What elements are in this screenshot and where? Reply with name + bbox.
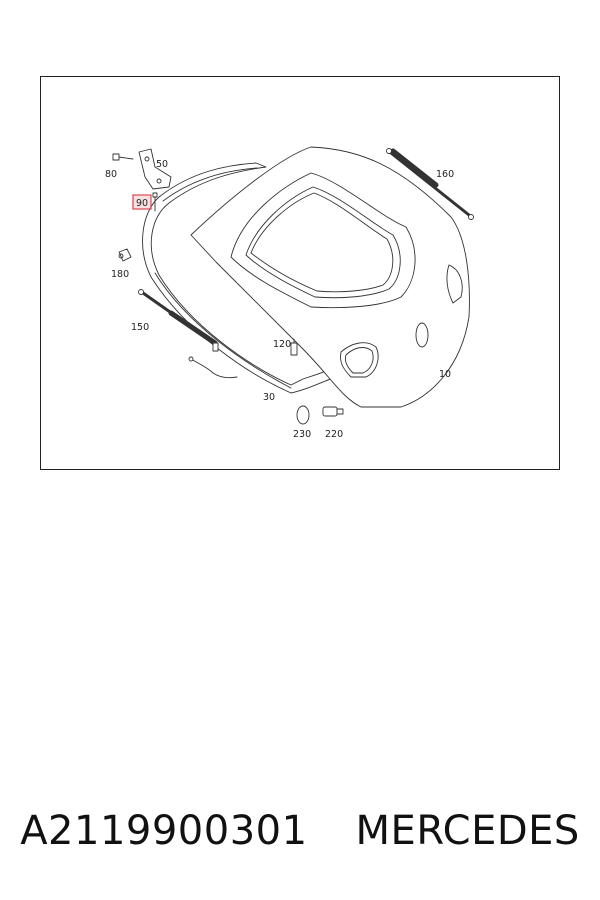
- callout-150[interactable]: 150: [131, 322, 149, 333]
- tailgate-part-10: [190, 146, 470, 408]
- highlight-box-90: [132, 194, 152, 210]
- callout-160[interactable]: 160: [436, 169, 454, 180]
- callout-220[interactable]: 220: [325, 429, 343, 440]
- gas-strut-part-150: [138, 289, 219, 347]
- callout-30[interactable]: 30: [263, 392, 275, 403]
- gas-strut-part-160: [386, 148, 474, 220]
- tailgate-exploded-diagram: 50 80 90 160 180 150 120 10 30 230 220: [105, 146, 474, 440]
- clip-part-180: [118, 248, 132, 262]
- part-caption: A2119900301 MERCEDES: [0, 800, 600, 862]
- parts-diagram-frame: 50 80 90 160 180 150 120 10 30 230 220: [40, 76, 560, 470]
- callout-120[interactable]: 120: [273, 339, 291, 350]
- cable-harness: [188, 342, 238, 379]
- buffer-part-120: [290, 338, 298, 356]
- callout-90[interactable]: 90: [136, 198, 148, 209]
- brand-name: MERCEDES: [355, 808, 580, 854]
- callout-80[interactable]: 80: [105, 169, 117, 180]
- bolt-part-80: [112, 153, 134, 161]
- grommet-part-230: [296, 405, 310, 425]
- callout-50[interactable]: 50: [156, 159, 168, 170]
- callout-180[interactable]: 180: [111, 269, 129, 280]
- screw-part-90: [152, 192, 158, 212]
- callout-230[interactable]: 230: [293, 429, 311, 440]
- callout-10[interactable]: 10: [439, 369, 451, 380]
- hinge-part-50: [138, 148, 172, 190]
- lock-cylinder-part-220: [322, 406, 344, 417]
- part-number: A2119900301: [20, 808, 308, 854]
